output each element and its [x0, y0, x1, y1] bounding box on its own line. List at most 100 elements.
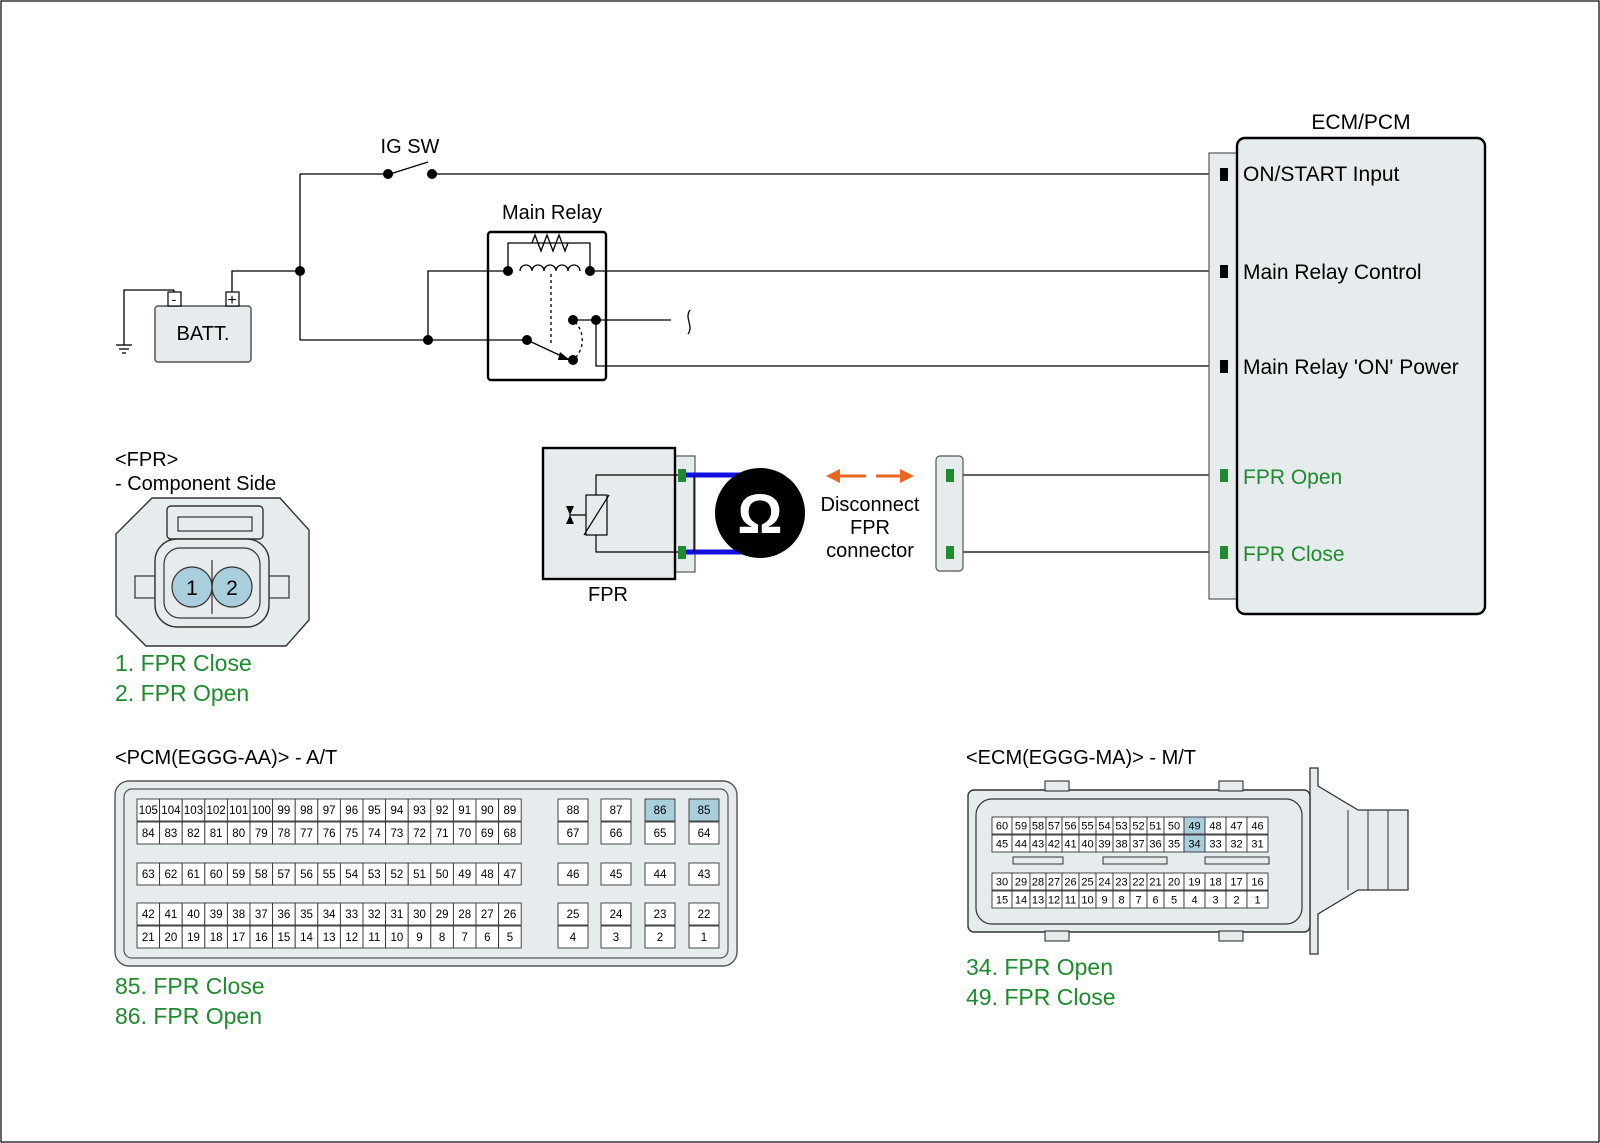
ecm-pin-on-start-input: ON/START Input: [1243, 163, 1400, 186]
connector-pin-number: 55: [1081, 820, 1093, 832]
connector-pin-cell: [1246, 834, 1269, 853]
connector-pin-number: 1: [701, 932, 707, 944]
battery: - + BATT.: [154, 291, 252, 363]
connector-pin-number: 25: [1081, 876, 1093, 888]
connector-pin-number: 91: [458, 805, 471, 817]
connector-pin-number: 15: [996, 894, 1008, 906]
ohm-icon: Ω: [738, 482, 783, 545]
ecm-connector-strip: [1208, 152, 1238, 600]
connector-pin-number: 22: [698, 909, 711, 921]
connector-pin-number: 98: [300, 805, 313, 817]
fpr-legend-1: 1. FPR Close: [115, 650, 252, 676]
connector-pin-number: 6: [484, 932, 490, 944]
connector-pin-cell: [644, 821, 676, 845]
connector-pin-number: 69: [481, 828, 494, 840]
connector-pin-number: 57: [278, 869, 291, 881]
ecm-pin-main-relay-control: Main Relay Control: [1243, 261, 1422, 284]
connector-pin-number: 30: [996, 876, 1008, 888]
connector-pin-number: 9: [416, 932, 422, 944]
connector-pin-cell: [644, 925, 676, 949]
connector-pin-number: 79: [255, 828, 268, 840]
connector-pin-number: 73: [391, 828, 404, 840]
connector-pin-number: 70: [458, 828, 471, 840]
connector-pin-number: 62: [165, 869, 178, 881]
connector-pin-cell: [600, 821, 632, 845]
connector-pin-number: 93: [413, 805, 426, 817]
connector-pin-number: 5: [1171, 894, 1177, 906]
connector-pin-number: 19: [187, 932, 200, 944]
connector-pin-number: 101: [229, 805, 248, 817]
connector-pin-number: 82: [187, 828, 200, 840]
main-relay-box: [486, 230, 608, 382]
connector-pin-number: 19: [1188, 876, 1200, 888]
connector-pin-number: 35: [1168, 838, 1180, 850]
connector-pin-number: 39: [210, 909, 223, 921]
battery-label: BATT.: [177, 323, 230, 345]
connector-pin-number: 64: [698, 828, 711, 840]
connector-pin-number: 57: [1048, 820, 1060, 832]
connector-pin-number: 13: [1032, 894, 1044, 906]
connector-pin-number: 18: [210, 932, 223, 944]
ecm-pin-fpr-close: FPR Close: [1243, 543, 1345, 566]
connector-pin-number: 67: [567, 828, 580, 840]
connector-pin-number: 31: [1251, 838, 1263, 850]
connector-pin-number: 31: [391, 909, 404, 921]
connector-pin-number: 83: [165, 828, 178, 840]
connector-pin-number: 28: [458, 909, 471, 921]
connector-pin-number: 88: [567, 805, 580, 817]
connector-pin-number: 99: [278, 805, 291, 817]
connector-pin-number: 45: [610, 869, 623, 881]
connector-pin-number: 21: [1149, 876, 1161, 888]
connector-pin-number: 23: [654, 909, 667, 921]
disconnect-text-line1: Disconnect: [821, 494, 920, 516]
disconnect-arrows-icon: [826, 469, 914, 483]
connector-pin-number: 50: [436, 869, 449, 881]
connector-pin-number: 16: [1251, 876, 1263, 888]
connector-pin-number: 20: [1168, 876, 1180, 888]
connector-pin-number: 65: [654, 828, 667, 840]
ecm-pin-markers: [1220, 168, 1228, 559]
connector-pin-number: 9: [1101, 894, 1107, 906]
connector-pin-number: 50: [1168, 820, 1180, 832]
connector-pin-number: 28: [1032, 876, 1044, 888]
connector-pin-number: 46: [567, 869, 580, 881]
fpr-connector-subtitle: - Component Side: [115, 473, 276, 495]
connector-pin-number: 3: [613, 932, 619, 944]
connector-pin-cell: [600, 862, 632, 886]
connector-pin-number: 10: [391, 932, 404, 944]
connector-pin-number: 26: [1064, 876, 1076, 888]
connector-pin-cell: [557, 925, 589, 949]
connector-pin-number: 36: [278, 909, 291, 921]
ohmmeter: [686, 468, 805, 558]
connector-pin-number: 7: [461, 932, 467, 944]
connector-pin-number: 89: [504, 805, 517, 817]
connector-pin-cell: [600, 902, 632, 926]
connector-pin-number: 76: [323, 828, 336, 840]
connector-pin-cell: [600, 798, 632, 822]
disconnect-text-line3: connector: [826, 540, 914, 562]
connector-pin-number: 47: [504, 869, 517, 881]
connector-pin-cell: [1246, 816, 1269, 835]
main-relay-label: Main Relay: [502, 202, 602, 224]
connector-pin-number: 58: [255, 869, 268, 881]
connector-pin-number: 75: [345, 828, 358, 840]
connector-pin-number: 34: [1188, 838, 1200, 850]
fpr-label: FPR: [588, 584, 628, 606]
ecm-legend-2: 49. FPR Close: [966, 984, 1116, 1010]
connector-pin-number: 16: [255, 932, 268, 944]
connector-pin-number: 103: [184, 805, 203, 817]
battery-negative-sign: -: [172, 291, 177, 307]
connector-pin-number: 14: [300, 932, 313, 944]
connector-pin-number: 4: [1191, 894, 1197, 906]
connector-pin-number: 38: [232, 909, 245, 921]
connector-pin-number: 15: [278, 932, 291, 944]
connector-pin-cell: [644, 798, 676, 822]
connector-pin-cell: [557, 821, 589, 845]
connector-pin-cell: [688, 925, 720, 949]
connector-pin-number: 37: [1132, 838, 1144, 850]
connector-pin-cell: [498, 902, 522, 926]
fpr-connector-pin-1: 1: [186, 577, 198, 600]
connector-pin-cell: [644, 862, 676, 886]
